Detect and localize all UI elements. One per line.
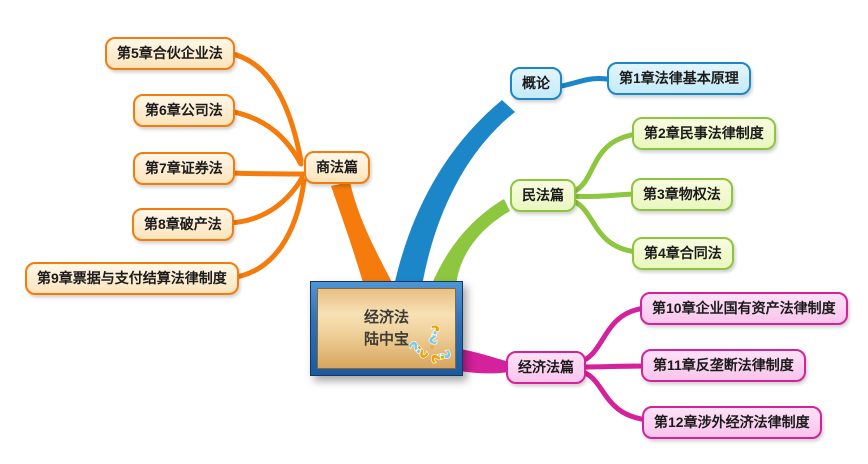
branch-node-jingjifapian[interactable]: 经济法篇 [506, 351, 586, 384]
root-title-line2: 陆中宝 [363, 330, 409, 348]
topic-node-ch3[interactable]: 第3章物权法 [631, 178, 733, 211]
topic-node-ch12[interactable]: 第12章涉外经济法律制度 [642, 406, 822, 439]
connector-minfa-ch4 [566, 197, 641, 255]
question-marks-icon: ? ? ? ? ? ? [409, 326, 454, 366]
topic-node-ch7[interactable]: 第7章证券法 [133, 152, 235, 185]
connector-gailun-ch1 [553, 76, 616, 90]
topic-node-ch8[interactable]: 第8章破产法 [132, 208, 234, 241]
main-branch-jingjifapian [460, 349, 510, 374]
connector-shangfa-ch6 [226, 108, 304, 167]
main-branch-minfapian [431, 199, 510, 286]
topic-node-ch1[interactable]: 第1章法律基本原理 [607, 62, 751, 95]
svg-text:?: ? [428, 326, 441, 344]
topic-node-ch11[interactable]: 第11章反垄断法律制度 [641, 349, 806, 382]
branch-node-shangfapian[interactable]: 商法篇 [304, 151, 370, 184]
topic-node-ch5[interactable]: 第5章合伙企业法 [105, 37, 235, 70]
branch-node-minfapian[interactable]: 民法篇 [510, 179, 576, 212]
main-branch-shanfapian [331, 182, 394, 286]
connector-jingjifa-ch10 [576, 305, 649, 365]
connector-shangfa-ch7 [226, 170, 306, 177]
connector-minfa-ch2 [566, 131, 641, 196]
topic-node-ch10[interactable]: 第10章企业国有资产法律制度 [640, 292, 848, 325]
connector-jingjifa-ch12 [576, 368, 651, 423]
connector-minfa-ch3 [566, 191, 641, 200]
connector-jingjifa-ch11 [576, 363, 650, 370]
branch-node-gailun[interactable]: 概论 [510, 67, 562, 100]
topic-node-ch4[interactable]: 第4章合同法 [632, 237, 734, 270]
connector-shangfa-ch5 [226, 50, 304, 164]
topic-node-ch6[interactable]: 第6章公司法 [133, 94, 235, 127]
connector-shangfa-ch9 [227, 178, 307, 281]
connector-shangfa-ch8 [226, 175, 305, 226]
root-node-panel: 经济法 陆中宝 ? ? ? ? ? ? [317, 288, 456, 369]
topic-node-ch2[interactable]: 第2章民事法律制度 [632, 117, 776, 150]
root-node[interactable]: 经济法 陆中宝 ? ? ? ? ? ? [310, 281, 463, 376]
root-title-line1: 经济法 [363, 308, 409, 326]
main-branch-gailun [394, 100, 515, 286]
topic-node-ch9[interactable]: 第9章票据与支付结算法律制度 [25, 262, 239, 295]
svg-text:?: ? [427, 326, 440, 347]
